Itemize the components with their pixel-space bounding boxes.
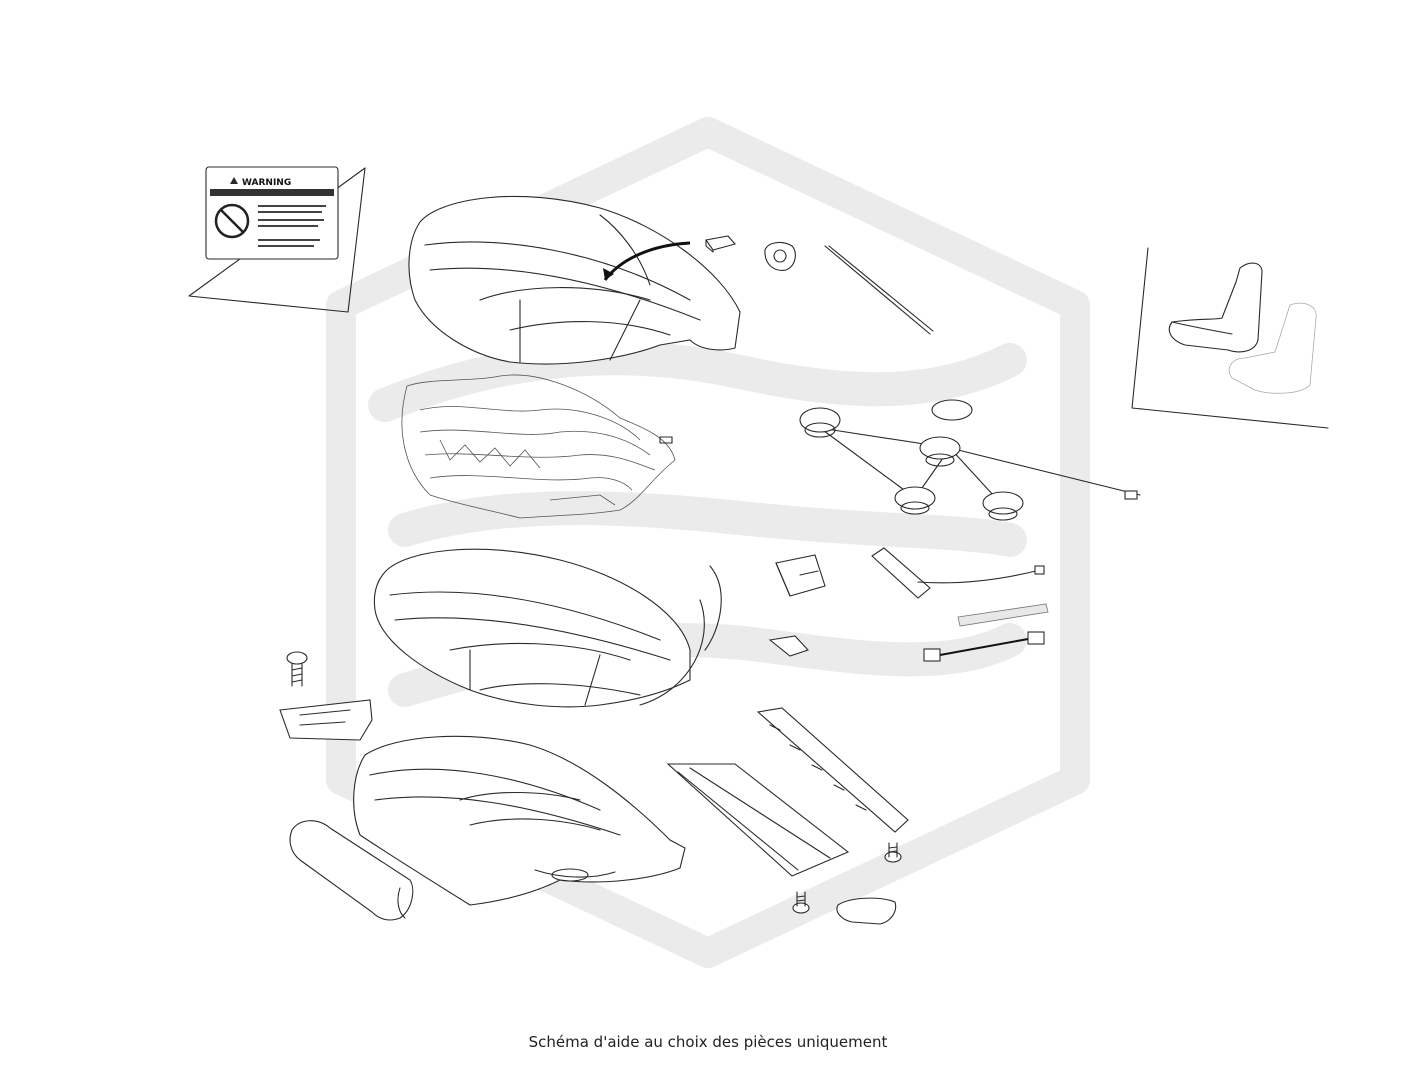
trim-panel[interactable] [666, 763, 850, 877]
massage-motor[interactable] [799, 407, 841, 438]
bolt[interactable] [884, 842, 902, 863]
trim-cover-end[interactable] [836, 897, 897, 925]
diagram-caption: Schéma d'aide au choix des pièces unique… [528, 1033, 888, 1051]
clip[interactable] [764, 241, 796, 271]
massage-motor[interactable] [982, 491, 1024, 521]
warning-triangle-icon [230, 177, 238, 184]
seat-locator-thumbnail[interactable] [1131, 247, 1329, 429]
seat-cushion-cover[interactable] [408, 195, 741, 365]
seat-switch-harness[interactable] [871, 547, 1045, 599]
bolt[interactable] [792, 891, 810, 914]
massage-motor[interactable] [894, 486, 936, 515]
control-module[interactable] [775, 554, 826, 597]
sensor-wire[interactable] [923, 631, 1045, 662]
retainer-clip[interactable] [768, 635, 809, 657]
warning-label-title: WARNING [242, 178, 291, 188]
tape-strip[interactable] [957, 603, 1049, 627]
massage-motor[interactable] [931, 399, 973, 421]
cushion-heater-mat[interactable] [401, 374, 676, 519]
seat-cushion-pad[interactable] [373, 548, 722, 708]
thigh-support-trim[interactable] [289, 820, 414, 921]
massage-motor[interactable] [919, 436, 961, 467]
warning-label[interactable]: WARNING [188, 166, 366, 313]
massage-motors [799, 399, 1141, 521]
connector-bracket[interactable] [279, 699, 373, 741]
prohibited-icon [214, 203, 250, 239]
support-rail[interactable] [756, 707, 909, 833]
occupant-sensor-connector[interactable] [705, 235, 736, 253]
wire-rod[interactable] [824, 245, 934, 335]
bolt[interactable] [286, 651, 308, 687]
seat-cushion-frame-pan[interactable] [353, 735, 686, 906]
